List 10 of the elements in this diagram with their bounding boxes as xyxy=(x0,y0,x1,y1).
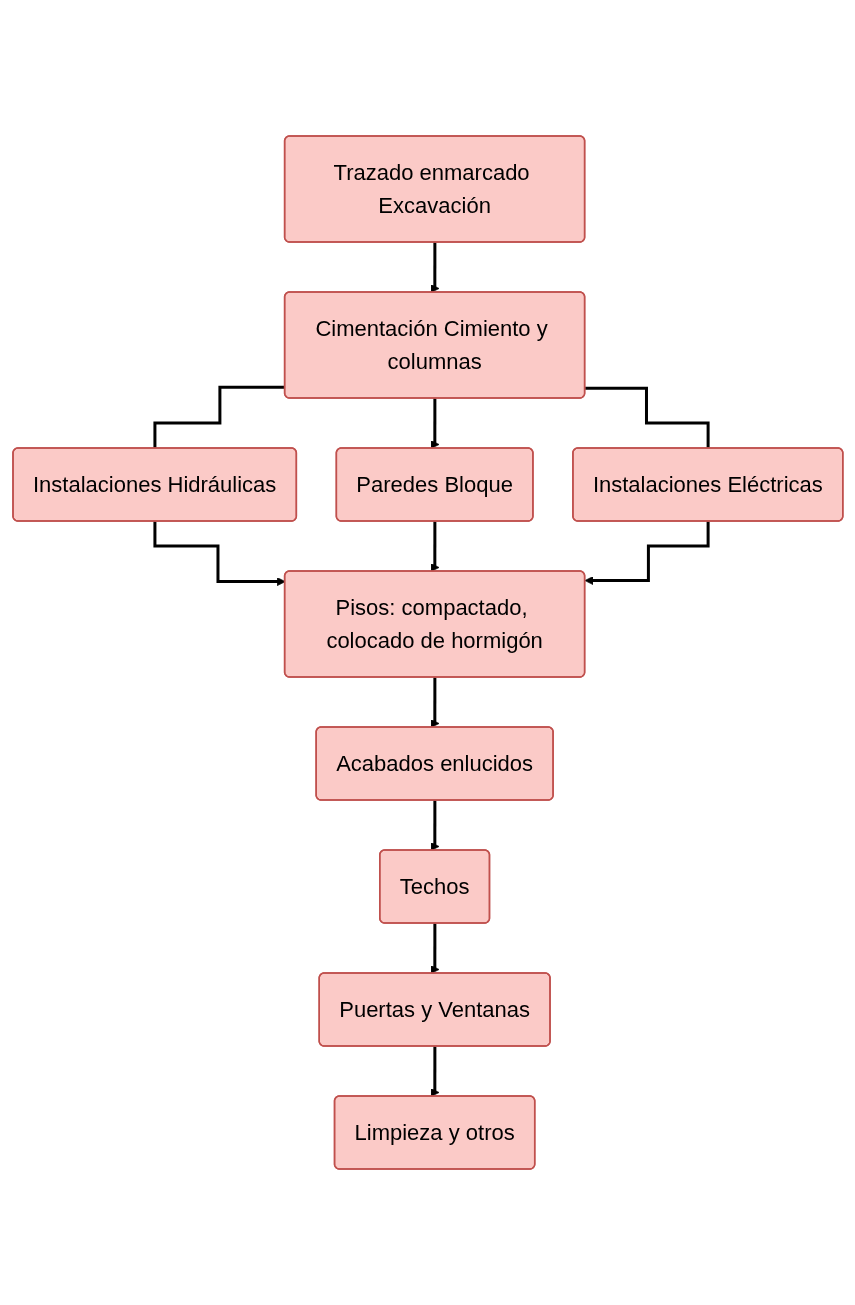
arrow xyxy=(430,520,440,572)
arrow xyxy=(430,241,440,293)
connector xyxy=(584,386,710,450)
arrow xyxy=(584,520,710,585)
arrow xyxy=(430,922,440,974)
arrow xyxy=(430,1045,440,1097)
arrow xyxy=(430,397,440,449)
arrow xyxy=(430,676,440,728)
arrow xyxy=(430,799,440,851)
connector xyxy=(153,385,285,450)
